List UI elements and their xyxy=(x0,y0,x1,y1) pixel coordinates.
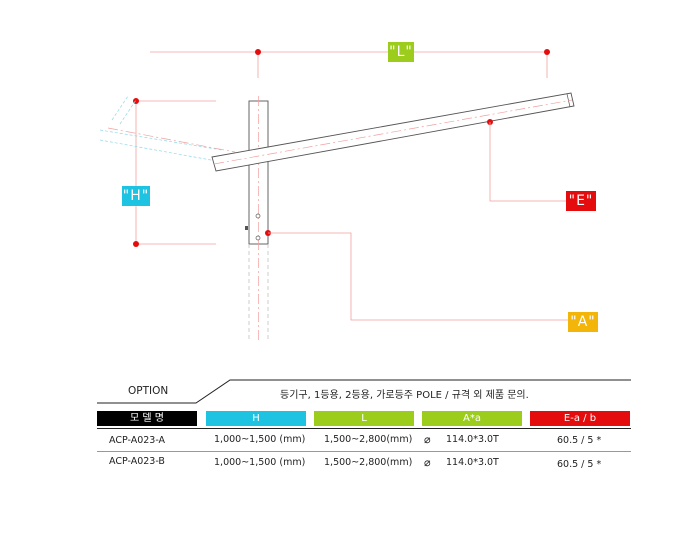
leader-line-e xyxy=(489,122,566,202)
point-l-left xyxy=(255,49,261,55)
dimension-label-e: "E" xyxy=(566,191,596,211)
table-rule-mid xyxy=(97,451,631,452)
cell-l: 1,500~2,800(mm) xyxy=(324,457,413,468)
header-e: E-a / b xyxy=(530,411,630,426)
mirror-arm-ghost xyxy=(99,95,223,163)
cell-model: ACP-A023-A xyxy=(109,435,166,446)
point-l-right xyxy=(544,49,550,55)
pole-bracket xyxy=(245,226,248,230)
bolt-hole-lower xyxy=(255,235,261,241)
arm-centerline xyxy=(213,99,573,165)
header-h: H xyxy=(206,411,306,426)
cell-l: 1,500~2,800(mm) xyxy=(324,434,413,445)
dimension-label-l: "L" xyxy=(388,42,414,62)
option-divider xyxy=(97,379,631,404)
header-l: L xyxy=(314,411,414,426)
header-a: A*a xyxy=(422,411,522,426)
leader-line-a xyxy=(268,232,568,321)
header-model: 모 델 명 xyxy=(97,411,197,426)
dimension-label-a: "A" xyxy=(568,312,598,332)
cell-h: 1,000~1,500 (mm) xyxy=(214,434,306,445)
mirror-arm-centerline xyxy=(107,127,236,153)
diameter-icon: ⌀ xyxy=(424,433,431,446)
cell-a: 114.0*3.0T xyxy=(446,457,499,468)
cell-model: ACP-A023-B xyxy=(109,456,165,467)
point-h-bottom xyxy=(133,241,139,247)
option-label: OPTION xyxy=(128,385,169,397)
diameter-icon: ⌀ xyxy=(424,456,431,469)
cell-e: 60.5 / 5 * xyxy=(557,435,602,446)
dimension-label-h: "H" xyxy=(122,186,150,206)
bolt-hole-upper xyxy=(255,213,261,219)
cell-a: 114.0*3.0T xyxy=(446,434,499,445)
cell-e: 60.5 / 5 * xyxy=(557,459,602,470)
cell-h: 1,000~1,500 (mm) xyxy=(214,457,306,468)
option-note: 등기구, 1등용, 2등용, 가로등주 POLE / 규격 외 제품 문의. xyxy=(280,390,529,401)
table-rule-top xyxy=(97,428,631,429)
